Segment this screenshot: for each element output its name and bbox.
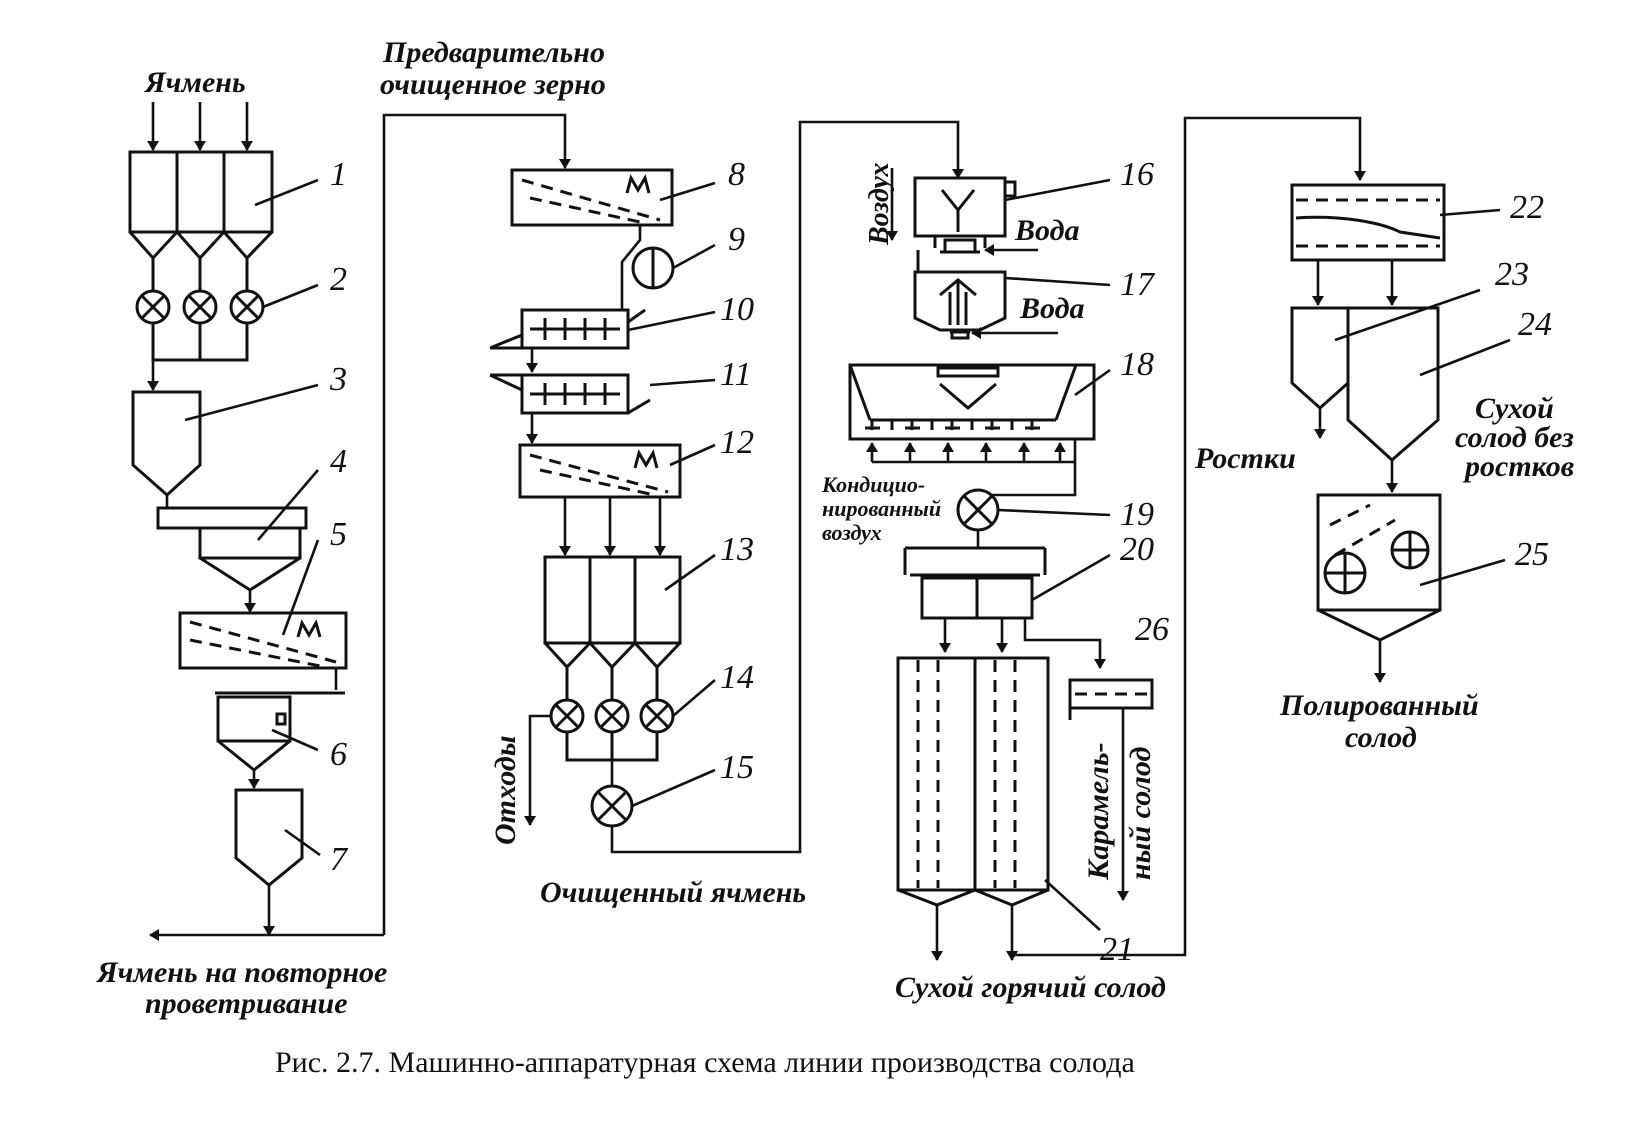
num-18: 18: [1120, 346, 1154, 383]
equipment-11-screw-washer: [489, 373, 651, 415]
num-26: 26: [1135, 611, 1169, 648]
equipment-12-separator: [518, 443, 682, 499]
figure-caption: Рис. 2.7. Машинно-аппаратурная схема лин…: [275, 1046, 1135, 1079]
equipment-7-hopper: [234, 788, 304, 887]
label-air: Воздух: [864, 163, 895, 246]
equipment-13-bins: [543, 555, 682, 670]
equipment-21-kiln-towers: [896, 656, 1050, 907]
equipment-25-polisher: [1316, 493, 1442, 642]
num-13: 13: [720, 531, 754, 568]
equipment-4-scale: [156, 506, 308, 592]
label-caramel-1: Карамель-: [1082, 742, 1115, 881]
label-water-2: Вода: [1019, 292, 1085, 325]
num-7: 7: [330, 841, 349, 878]
label-reair-2: проветривание: [145, 987, 348, 1020]
outlets-20: [939, 618, 1106, 669]
label-hot-malt: Сухой горячий солод: [895, 971, 1166, 1004]
equipment-26-caramel-drum: [1068, 678, 1154, 720]
num-10: 10: [720, 291, 754, 328]
num-22: 22: [1510, 189, 1544, 226]
num-21: 21: [1100, 931, 1134, 968]
barley-inlets: [147, 102, 253, 151]
num-12: 12: [720, 424, 754, 461]
label-polished-2: солод: [1345, 721, 1417, 754]
equipment-14-feeders: [549, 667, 675, 762]
num-20: 20: [1120, 531, 1154, 568]
label-waste: Отходы: [489, 735, 522, 845]
label-conditioned-2: нированный: [822, 496, 941, 521]
equipment-20-kiln-bunker: [903, 546, 1047, 620]
label-caramel-2: ный солод: [1124, 747, 1157, 880]
outlets-12: [559, 497, 666, 556]
equipment-16-steeping-tank: [913, 176, 1017, 272]
equipment-19-feeder: [956, 488, 1000, 532]
equipment-1-silo-bins: [128, 150, 274, 261]
equipment-5-separator: [178, 611, 348, 670]
equipment-22-degerminator: [1290, 183, 1446, 262]
num-15: 15: [720, 749, 754, 786]
num-6: 6: [330, 736, 347, 773]
num-3: 3: [329, 361, 347, 398]
num-2: 2: [330, 261, 347, 298]
num-11: 11: [720, 356, 751, 393]
num-8: 8: [728, 156, 745, 193]
label-water-1: Вода: [1014, 214, 1080, 247]
num-5: 5: [330, 516, 347, 553]
equipment-2-feeders: [135, 258, 265, 362]
equipment-9-fan: [631, 246, 675, 290]
num-23: 23: [1495, 256, 1529, 293]
num-4: 4: [330, 443, 347, 480]
label-barley: Ячмень: [144, 66, 246, 99]
num-14: 14: [720, 659, 754, 696]
label-precleaned-2: очищенное зерно: [380, 68, 606, 101]
num-19: 19: [1120, 496, 1154, 533]
equipment-6-magnet: [215, 691, 345, 772]
label-conditioned-1: Кондицио-: [821, 472, 925, 497]
label-conditioned-3: воздух: [822, 520, 882, 545]
equipment-3-hopper: [131, 390, 202, 498]
label-cleaned-barley: Очищенный ячмень: [540, 876, 806, 909]
equipment-10-screw-washer: [489, 308, 646, 350]
equipment-24-malt-bin: [1346, 306, 1440, 463]
num-9: 9: [728, 221, 745, 258]
label-reair-1: Ячмень на повторное: [96, 956, 387, 989]
num-24: 24: [1518, 306, 1552, 343]
label-polished-1: Полированный: [1279, 689, 1479, 722]
label-dry-malt-3: ростков: [1462, 450, 1574, 483]
equipment-8-separator: [510, 168, 674, 227]
label-dry-malt-2: солод без: [1455, 421, 1574, 454]
equipment-18-germinator: [848, 363, 1096, 441]
label-dry-malt-1: Сухой: [1475, 392, 1554, 425]
num-25: 25: [1515, 536, 1549, 573]
label-sprouts: Ростки: [1194, 442, 1296, 475]
num-1: 1: [330, 156, 347, 193]
air-jets-18: [866, 442, 1075, 464]
label-precleaned-1: Предварительно: [382, 36, 605, 69]
num-16: 16: [1120, 156, 1154, 193]
equipment-23-sprouts-bin: [1290, 306, 1350, 411]
leader-lines: [184, 178, 1511, 931]
equipment-17-steeping-tank: [913, 270, 1007, 340]
num-17: 17: [1120, 266, 1156, 303]
equipment-15-feeder: [590, 784, 634, 828]
